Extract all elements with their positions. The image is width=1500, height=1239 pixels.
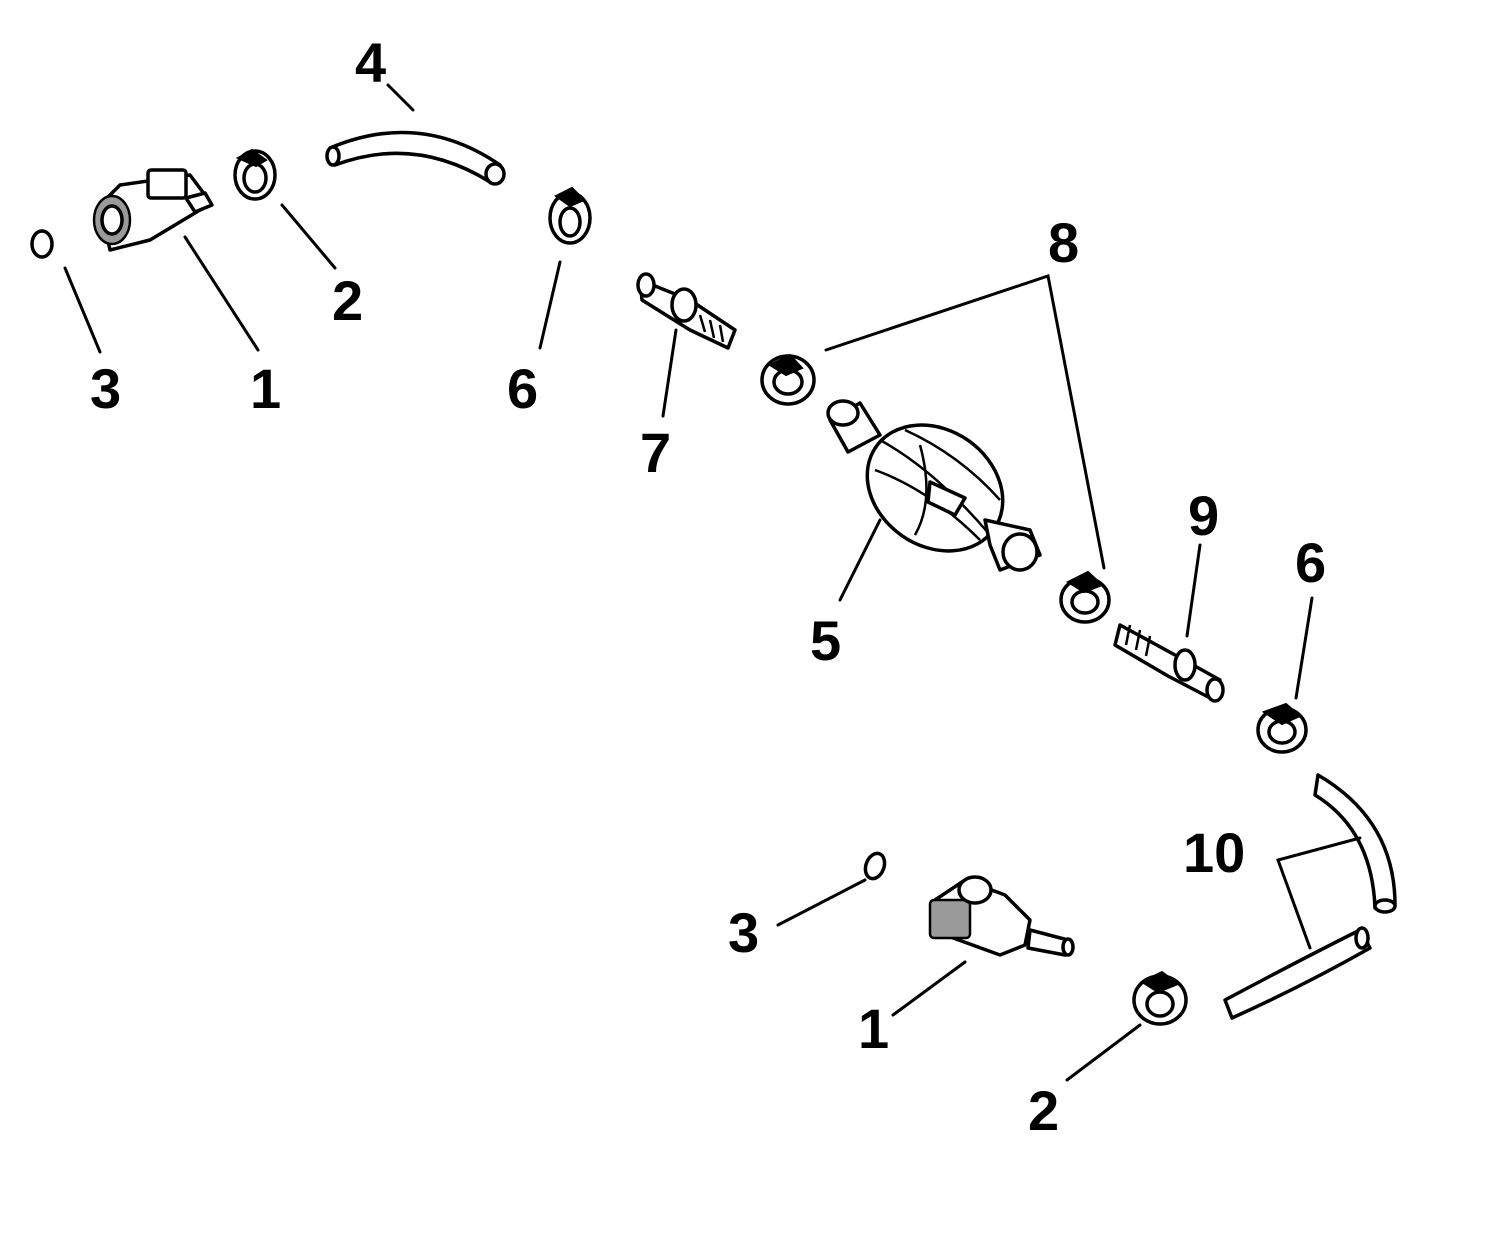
leader-6-top [538, 260, 562, 350]
clamp-top [233, 148, 277, 201]
leader-7 [661, 328, 678, 418]
leader-5 [838, 518, 882, 602]
leader-1-top [183, 235, 260, 352]
callout-7: 7 [640, 421, 671, 484]
callout-2-top: 2 [332, 269, 363, 332]
leader-3-top [63, 266, 102, 354]
callout-3-bottom: 3 [728, 901, 759, 964]
callout-3-top: 3 [90, 357, 121, 420]
o-ring-top [30, 229, 54, 259]
leader-1-bottom [891, 960, 967, 1017]
leader-6-bottom [1294, 596, 1314, 700]
hose-top [325, 130, 506, 186]
connector-top [92, 168, 214, 252]
callout-2-bottom: 2 [1028, 1079, 1059, 1142]
leader-2-bottom [1065, 1023, 1142, 1082]
callout-6-top: 6 [507, 357, 538, 420]
leader-10 [1276, 836, 1362, 950]
o-ring-bottom [863, 851, 887, 881]
callout-9: 9 [1188, 484, 1219, 547]
fitting-7 [636, 272, 737, 350]
leader-8 [824, 274, 1106, 570]
leader-9 [1185, 543, 1202, 638]
callout-5: 5 [810, 609, 841, 672]
leader-2-top [280, 203, 337, 270]
clamp-2-bottom [1132, 970, 1188, 1026]
clamp-6-bottom [1256, 702, 1308, 754]
callout-10: 10 [1183, 821, 1245, 884]
leader-3-bottom [776, 878, 867, 927]
callout-1-top: 1 [250, 357, 281, 420]
primer-bulb [826, 399, 1042, 572]
callout-8: 8 [1048, 211, 1079, 274]
callout-4: 4 [355, 31, 386, 94]
callout-1-bottom: 1 [858, 997, 889, 1060]
clamp-8-upper [760, 353, 816, 406]
fitting-9 [1113, 623, 1225, 703]
hose-10-upper [1313, 773, 1397, 914]
callout-6-bottom: 6 [1295, 531, 1326, 594]
hose-10-lower [1223, 926, 1372, 1020]
clamp-8-lower [1059, 570, 1111, 624]
connector-bottom [928, 875, 1075, 957]
leader-4 [386, 83, 415, 112]
clamp-6-top [548, 186, 592, 245]
